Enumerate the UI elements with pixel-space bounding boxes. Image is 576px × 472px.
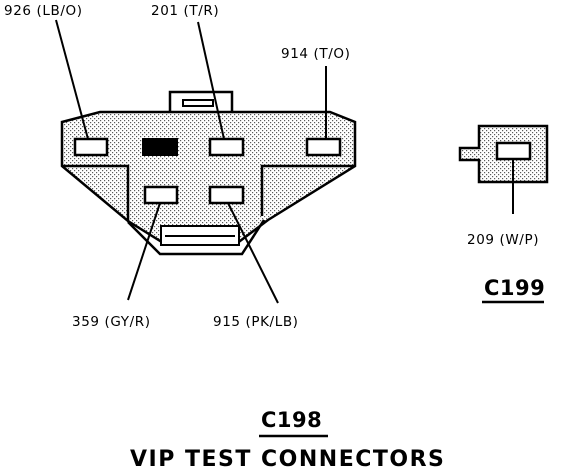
- c198-name: C198: [261, 408, 322, 432]
- c198-cavity-915: [208, 185, 245, 205]
- label-209: 209 (W/P): [467, 232, 539, 248]
- c198-leaders: [55, 19, 327, 304]
- c198-keyway: [127, 219, 266, 256]
- c199-connector: [458, 124, 549, 214]
- diagram-title: VIP TEST CONNECTORS: [130, 447, 445, 472]
- c199-cavity-209: [495, 141, 532, 161]
- c198-cavity-359: [143, 185, 179, 205]
- c198-cavity-201: [208, 137, 245, 157]
- c198-cavity-914: [305, 137, 342, 157]
- c199-name: C199: [484, 276, 545, 300]
- label-201: 201 (T/R): [151, 3, 219, 19]
- leader-359: [127, 202, 161, 301]
- label-915: 915 (PK/LB): [213, 314, 299, 330]
- label-914: 914 (T/O): [281, 46, 350, 62]
- c198-lower-shell: [62, 164, 355, 221]
- label-359: 359 (GY/R): [72, 314, 151, 330]
- c198-body: [60, 110, 357, 246]
- label-926: 926 (LB/O): [4, 3, 83, 19]
- c198-cavity-plugged: [142, 138, 178, 156]
- c198-latch: [168, 90, 234, 112]
- c198-connector: [60, 90, 357, 256]
- leader-926: [55, 19, 89, 140]
- leader-915: [227, 202, 279, 304]
- c198-cavity-926: [73, 137, 109, 157]
- c198-latch-slot: [182, 99, 214, 107]
- leader-201: [197, 21, 225, 140]
